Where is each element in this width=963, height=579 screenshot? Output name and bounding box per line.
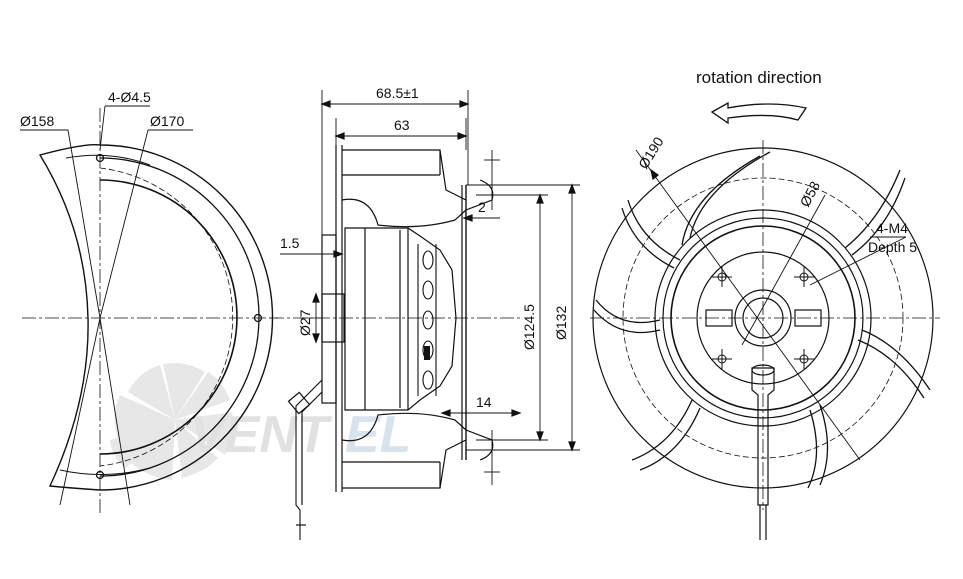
dim-d158-label: Ø158 bbox=[20, 113, 54, 129]
dim-holes-label: 4-Ø4.5 bbox=[108, 89, 151, 105]
impeller-blades bbox=[593, 151, 931, 489]
dim-d27-label: Ø27 bbox=[297, 309, 313, 336]
dim-14-label: 14 bbox=[476, 394, 492, 410]
dim-d132-label: Ø132 bbox=[553, 306, 569, 340]
dim-d124-5-label: Ø124.5 bbox=[521, 304, 537, 350]
left-flange-view bbox=[20, 105, 278, 515]
watermark-brand-a: VENT bbox=[190, 406, 333, 464]
dim-d190-label: Ø190 bbox=[635, 134, 667, 172]
dim-2-label: 2 bbox=[478, 199, 486, 215]
front-impeller-view bbox=[590, 101, 940, 540]
dim-overall-length-label: 68.5±1 bbox=[376, 85, 419, 101]
dim-d170-label: Ø170 bbox=[150, 113, 184, 129]
rotation-arrow-icon bbox=[710, 101, 808, 125]
dim-1-5-label: 1.5 bbox=[280, 235, 300, 251]
thread-spec-label: 4-M4 bbox=[876, 220, 908, 236]
winding-details bbox=[417, 244, 437, 396]
mount-bolt-icons bbox=[712, 267, 814, 369]
side-view bbox=[270, 90, 580, 540]
rotation-direction-label: rotation direction bbox=[696, 68, 822, 87]
thread-depth-label: Depth 5 bbox=[868, 239, 917, 255]
dim-63-label: 63 bbox=[394, 117, 410, 133]
